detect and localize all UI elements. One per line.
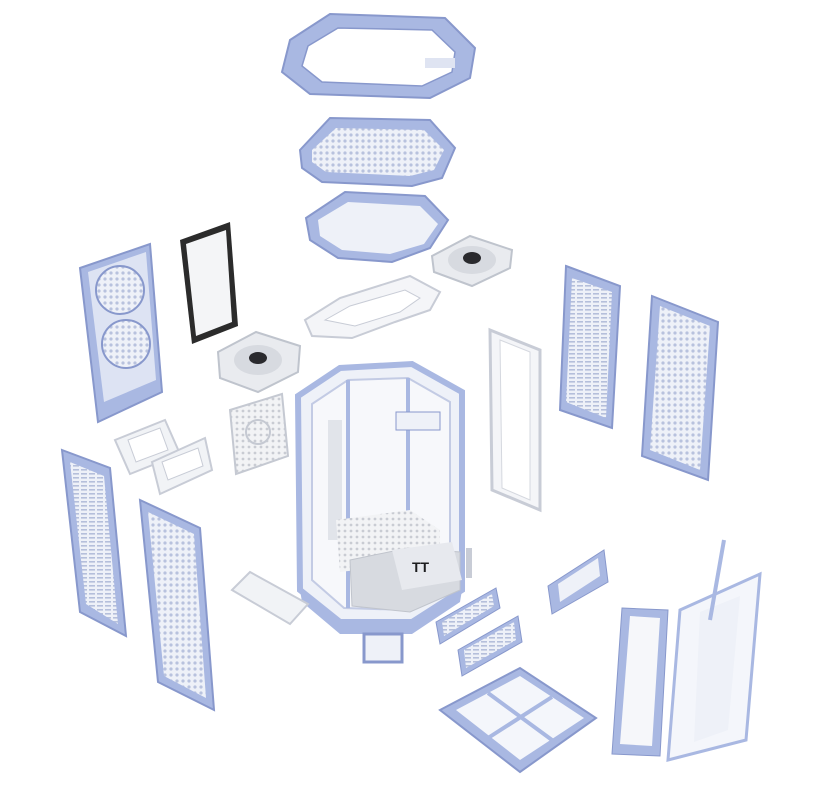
thermaltake-logo-icon: TT [412, 559, 430, 575]
io-port-cutouts [425, 58, 455, 68]
small-vent-cover [435, 587, 501, 645]
front-left-fan-panel [78, 242, 164, 424]
cable-clip [466, 548, 472, 578]
psu-shroud [392, 542, 462, 590]
bottom-vent-cover [457, 615, 523, 677]
fan-hub-icon [463, 252, 481, 264]
top-panel-tray [304, 190, 450, 264]
gpu-support-bracket [230, 570, 310, 626]
small-filter [362, 632, 404, 664]
pci-bracket [547, 549, 609, 615]
fan-mount-mesh [228, 392, 290, 476]
tempered-glass-side-panel [666, 539, 762, 762]
top-dust-filter [298, 116, 457, 188]
main-chassis: TT [294, 360, 465, 634]
right-side-mesh-panel [640, 294, 720, 482]
left-side-vented-panel [60, 448, 128, 638]
left-side-mesh-panel [138, 498, 216, 712]
vertical-rail-frame [488, 327, 542, 513]
black-dust-filter [180, 222, 238, 344]
io-bracket [150, 436, 214, 496]
tempered-glass-front-panel [611, 607, 669, 757]
front-fan [216, 330, 302, 394]
top-cover [280, 12, 477, 100]
front-io-panel [395, 411, 441, 431]
bottom-dust-filter [438, 666, 598, 774]
fan-hub-icon [249, 352, 267, 364]
right-side-vented-panel [558, 264, 622, 430]
top-fan [430, 234, 514, 288]
motherboard-tray-bracket [303, 274, 442, 340]
